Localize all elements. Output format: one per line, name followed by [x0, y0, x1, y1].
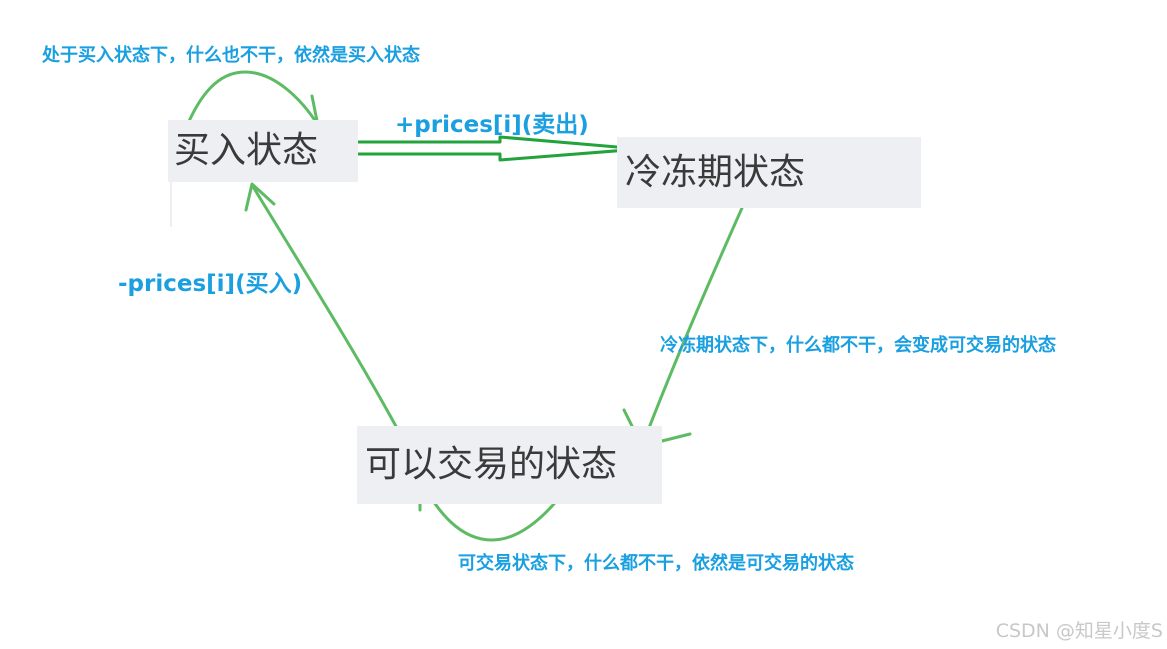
cooldown-transition-label: 冷冻期状态下，什么都不干，会变成可交易的状态 [660, 335, 1056, 356]
tradable-to-buy-arrowhead [244, 182, 276, 212]
buy-self-loop-label: 处于买入状态下，什么也不干，依然是买入状态 [42, 45, 420, 66]
buy-label: -prices[i](买入) [118, 271, 303, 297]
sell-label: +prices[i](卖出) [395, 112, 589, 138]
state-buy: 买入状态 [168, 120, 358, 182]
tradable-to-buy-arrow [250, 183, 400, 432]
buy-self-loop-arrow [184, 70, 320, 130]
cooldown-to-tradable-arrow [640, 206, 744, 448]
watermark: CSDN @知星小度S [995, 620, 1163, 642]
buy-state-shadow [170, 182, 172, 227]
state-cooldown: 冷冻期状态 [617, 137, 921, 208]
tradable-self-loop-label: 可交易状态下，什么都不干，依然是可交易的状态 [458, 553, 854, 574]
tradable-self-loop-arrow [418, 478, 575, 542]
sell-arrow [354, 135, 642, 162]
state-tradable: 可以交易的状态 [357, 426, 662, 504]
